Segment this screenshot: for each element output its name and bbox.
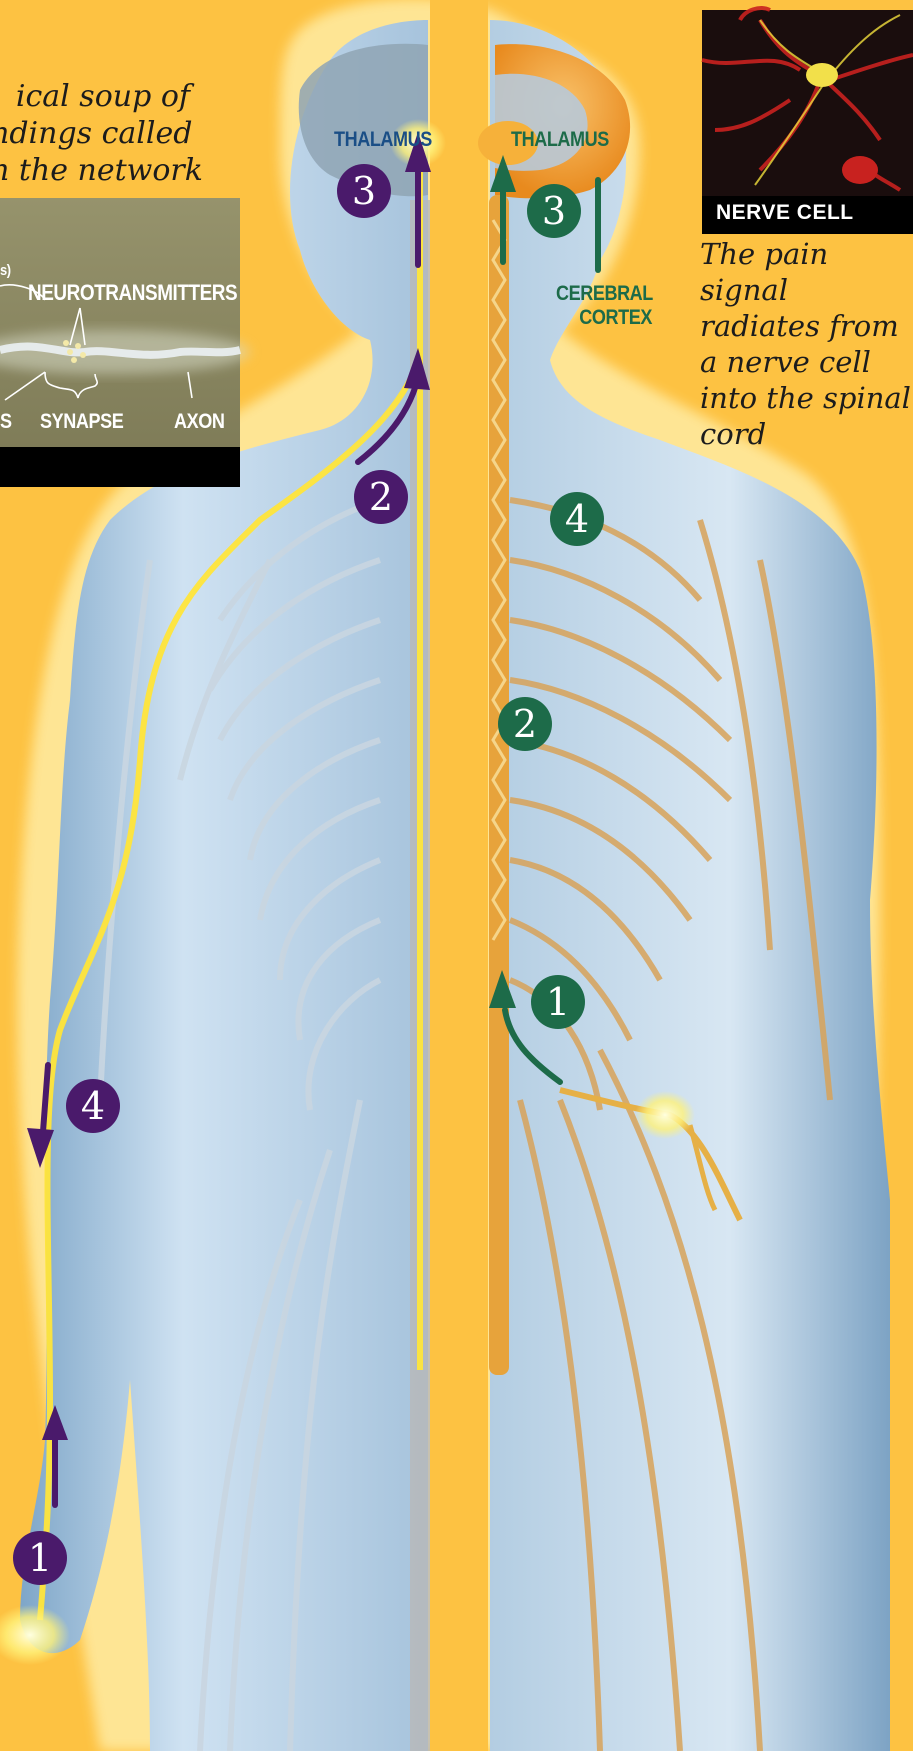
purple-step-1-badge: 1 <box>13 1531 67 1585</box>
right-caption-line-5: cord <box>700 416 913 452</box>
purple-step-2-badge: 2 <box>354 470 408 524</box>
right-caption-line-2: radiates from <box>700 308 913 344</box>
top-caption-line-2: ndings called <box>0 115 190 152</box>
right-caption-line-4: into the spinal <box>700 380 913 416</box>
nerve-cell-caption: The pain signal radiates from a nerve ce… <box>700 236 913 452</box>
synapse-inset <box>0 198 250 487</box>
green-step-3-badge: 3 <box>527 184 581 238</box>
top-caption-line-3: n the network <box>0 152 190 189</box>
green-step-1-badge: 1 <box>531 975 585 1029</box>
cerebral-cortex-label: CEREBRAL CORTEX <box>556 282 653 330</box>
inset-left-fragment-label: S <box>0 410 12 434</box>
cerebral-cortex-line-2: CORTEX <box>556 306 653 330</box>
purple-step-3-badge: 3 <box>337 164 391 218</box>
green-step-4-badge: 4 <box>550 492 604 546</box>
right-caption-line-1: The pain signal <box>700 236 913 308</box>
axon-label: AXON <box>174 410 224 434</box>
top-caption-line-1: ical soup of <box>0 78 190 115</box>
cerebral-cortex-line-1: CEREBRAL <box>556 282 653 306</box>
synapse-label: SYNAPSE <box>40 410 123 434</box>
neurotransmitters-label: NEUROTRANSMITTERS <box>28 280 237 306</box>
right-caption-line-3: a nerve cell <box>700 344 913 380</box>
nerve-cell-label: NERVE CELL <box>716 199 854 227</box>
top-caption: ical soup of ndings called n the network <box>0 78 190 189</box>
green-step-2-badge: 2 <box>498 697 552 751</box>
nerve-cell-photo <box>702 8 913 196</box>
thalamus-label-right: THALAMUS <box>511 128 609 152</box>
inset-top-fragment-label: s) <box>0 262 11 279</box>
thalamus-label-left: THALAMUS <box>334 128 432 152</box>
purple-step-4-badge: 4 <box>66 1079 120 1133</box>
